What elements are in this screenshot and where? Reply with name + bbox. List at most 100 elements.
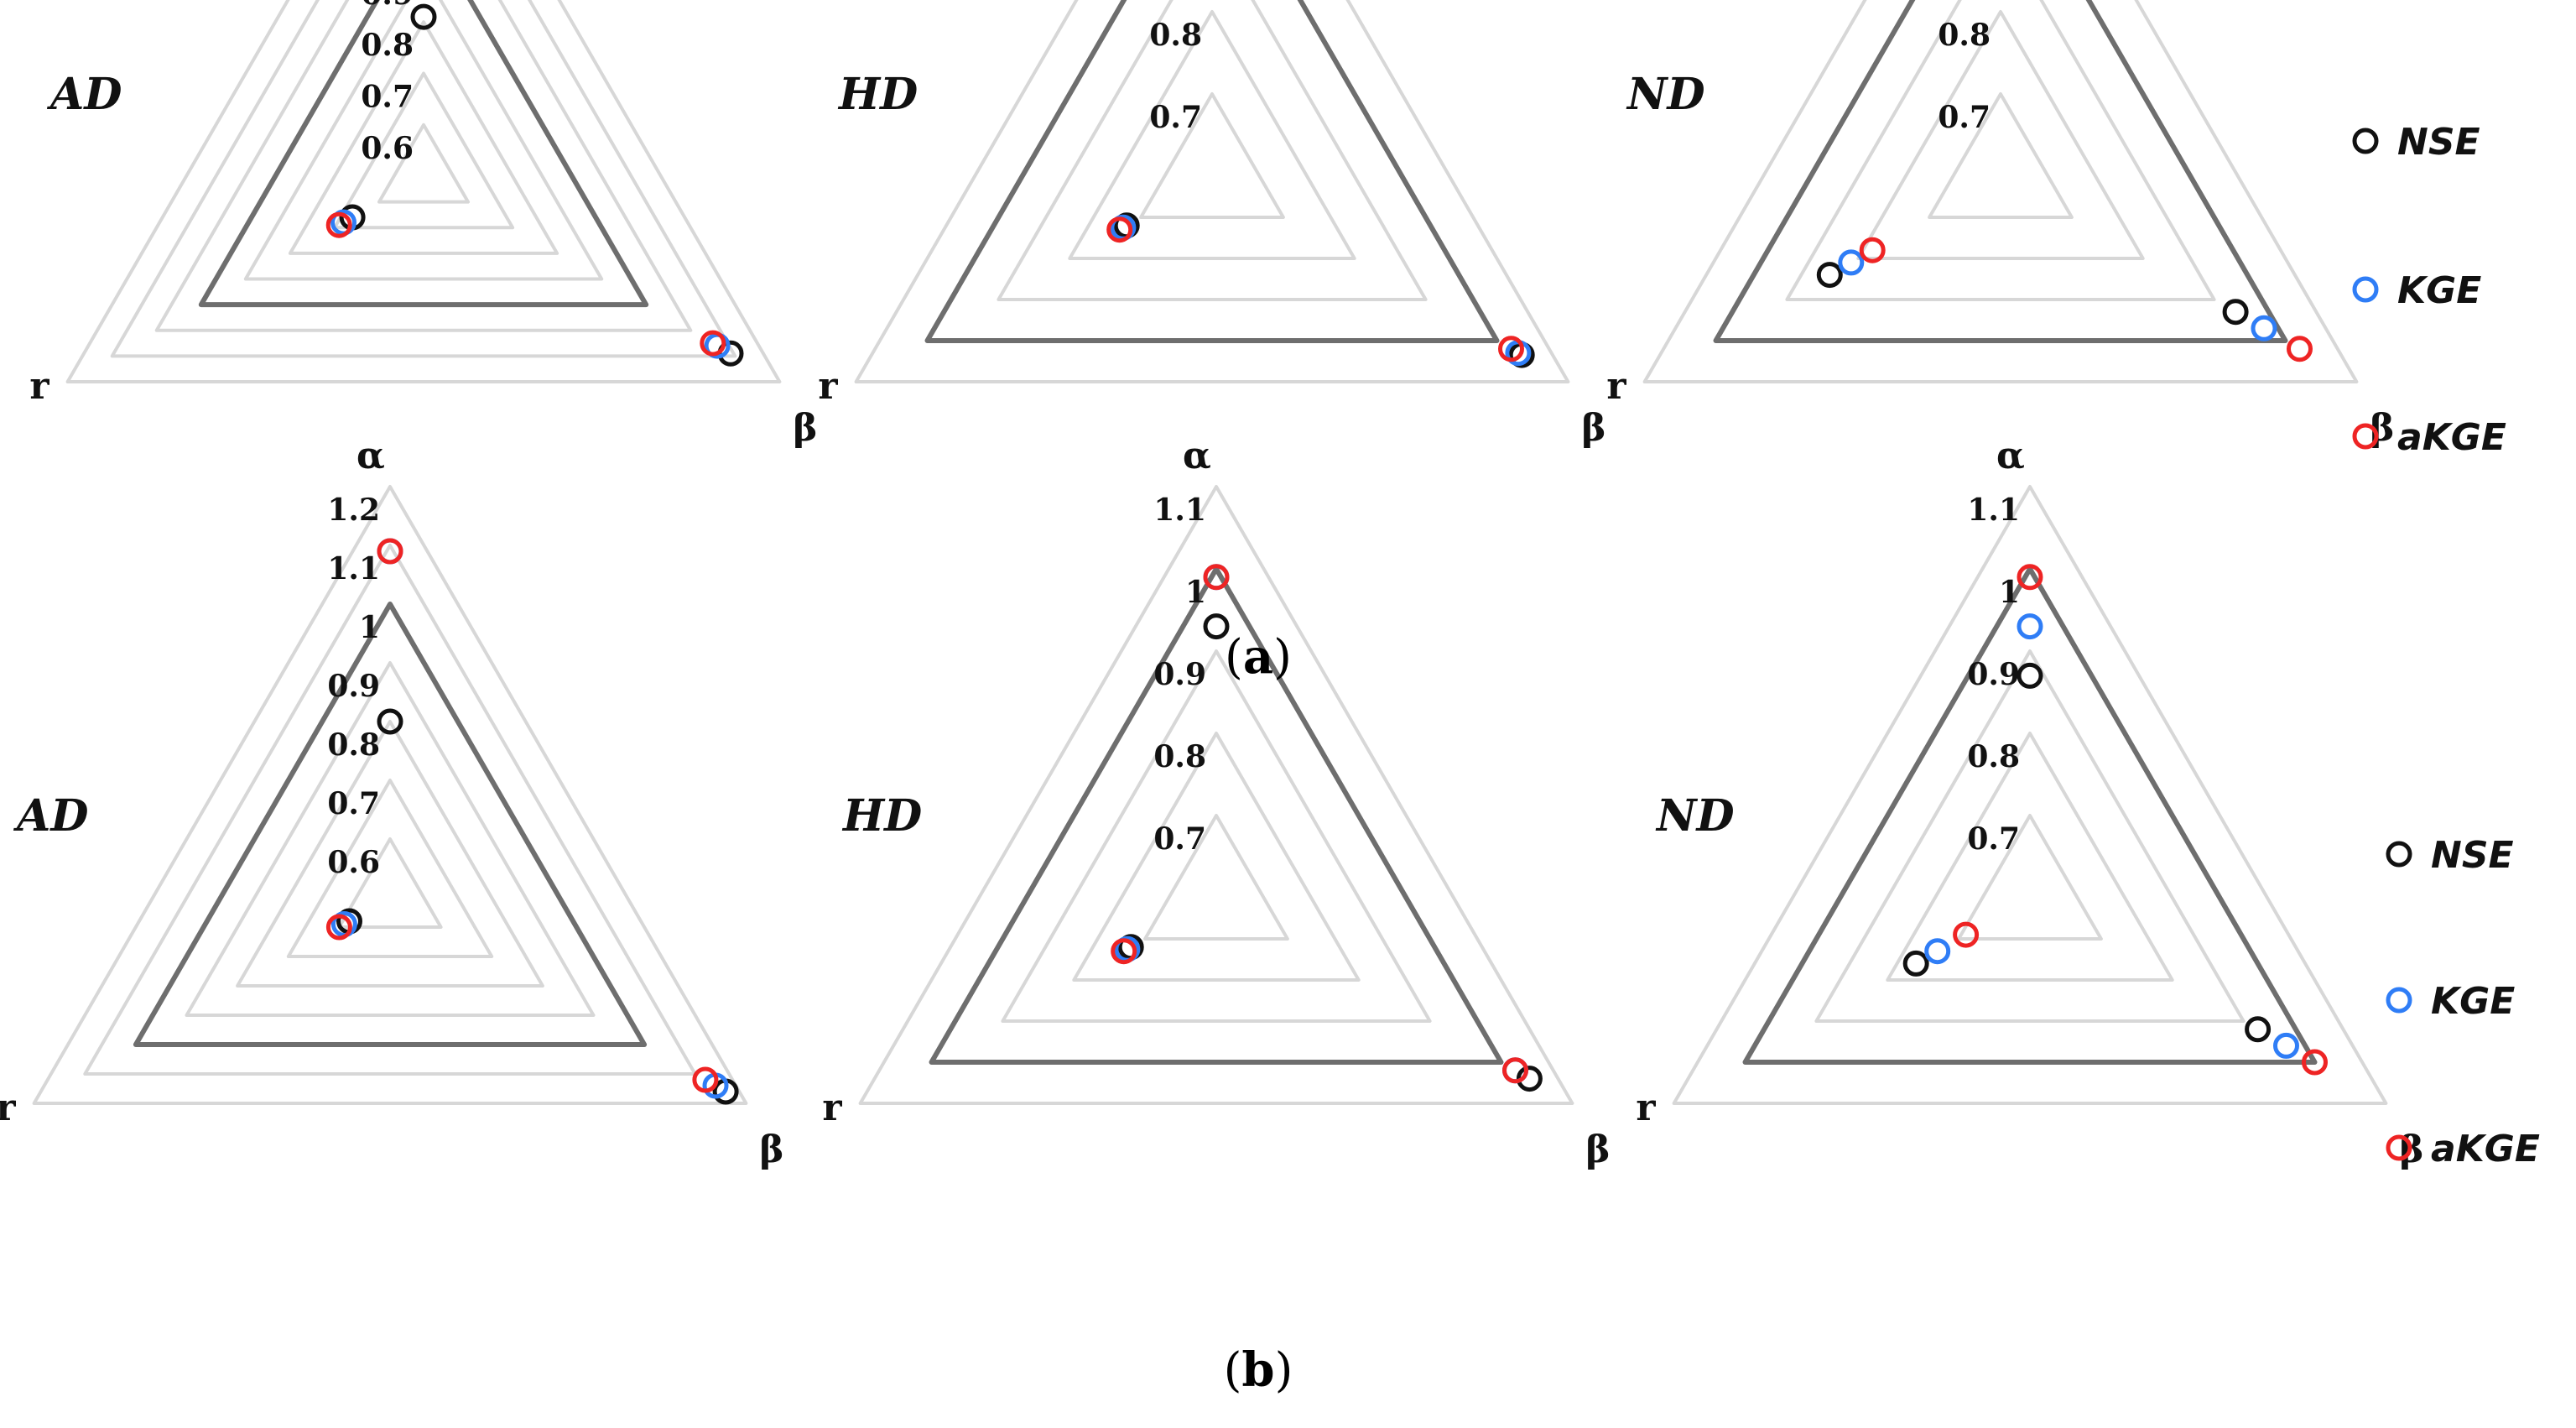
tick-label: 0.7 xyxy=(327,786,380,821)
point-akge-alpha xyxy=(1203,564,1230,591)
grid-ring xyxy=(1785,0,2216,301)
point-akge-r xyxy=(1111,938,1137,965)
grid-ring xyxy=(1143,814,1289,941)
panel-title: HD xyxy=(837,69,918,120)
grid-ring xyxy=(154,0,693,332)
grid-ring xyxy=(243,0,604,281)
point-akge-beta xyxy=(2302,1049,2328,1076)
grid-ring xyxy=(110,0,737,358)
grid-ring xyxy=(997,0,1428,301)
point-kge-r xyxy=(1838,249,1865,276)
point-akge-beta xyxy=(1498,336,1524,362)
grid-ring xyxy=(1068,10,1356,260)
panel-title: ND xyxy=(1655,790,1735,842)
legend-row-a: NSE KGE aKGE xyxy=(2352,121,2506,459)
grid-ring xyxy=(83,544,697,1076)
tick-label: 0.6 xyxy=(361,131,414,166)
legend-marker-kge xyxy=(2352,276,2379,303)
grid-ring xyxy=(1642,0,2359,383)
axis-label-r: r xyxy=(0,1087,16,1129)
tick-label: 0.8 xyxy=(327,727,380,763)
grid-ring xyxy=(858,485,1574,1105)
axis-label-alpha: α xyxy=(356,435,385,477)
axis-label-beta: β xyxy=(759,1128,783,1171)
grid-ring xyxy=(925,0,1499,342)
grid-ring xyxy=(1957,814,2103,941)
reference-triangle xyxy=(929,566,1504,1065)
tick-label: 1 xyxy=(1185,575,1206,610)
axis-label-beta: β xyxy=(1581,407,1605,450)
panel-title: AD xyxy=(13,790,88,842)
grid-ring xyxy=(288,20,559,255)
tick-label: 1 xyxy=(359,610,380,645)
point-akge-r xyxy=(1106,216,1133,243)
grid-ring xyxy=(185,661,596,1017)
grid-ring xyxy=(65,0,782,383)
point-akge-alpha xyxy=(377,538,403,565)
tick-label: 1.1 xyxy=(1967,493,2020,528)
caption-a: (a) xyxy=(1225,629,1292,685)
legend-marker-akge xyxy=(2352,423,2379,450)
grid-ring xyxy=(1714,0,2287,342)
point-akge-beta xyxy=(1502,1057,1528,1084)
tick-label: 0.7 xyxy=(1149,100,1202,135)
tick-label: 0.7 xyxy=(1967,821,2020,857)
legend-label-nse: NSE xyxy=(2431,834,2514,877)
grid-ring xyxy=(854,0,1570,383)
legend-label-akge: aKGE xyxy=(2431,1128,2540,1170)
axis-label-r: r xyxy=(29,365,49,408)
point-nse-beta xyxy=(2222,299,2249,326)
grid-ring xyxy=(377,122,470,204)
tick-label: 0.9 xyxy=(327,669,380,704)
grid-ring xyxy=(1856,10,2145,260)
grid-ring xyxy=(332,71,515,230)
legend-marker-akge xyxy=(2386,1134,2412,1161)
tick-label: 0.8 xyxy=(1153,739,1206,774)
axis-label-r: r xyxy=(1636,1087,1656,1129)
point-kge-r xyxy=(1924,938,1951,965)
grid-ring xyxy=(199,0,648,307)
grid-ring xyxy=(1886,732,2174,982)
point-nse-r xyxy=(1902,950,1929,977)
grid-ring xyxy=(1072,732,1361,982)
tick-label: 0.7 xyxy=(1938,100,1991,135)
tick-label: 0.8 xyxy=(361,28,414,63)
tick-label: 0.9 xyxy=(361,0,414,12)
tick-label: 1.1 xyxy=(327,551,380,586)
legend-label-nse: NSE xyxy=(2397,121,2480,164)
ternary-panel-ad: 0.60.70.80.911.11.21.3αβrAD xyxy=(29,0,818,450)
point-nse-alpha xyxy=(2017,662,2043,689)
legend-row-b: NSE KGE aKGE xyxy=(2386,834,2540,1170)
panel-title: HD xyxy=(841,790,922,842)
reference-triangle xyxy=(198,0,649,308)
panel-title: ND xyxy=(1626,69,1705,120)
tick-label: 1.1 xyxy=(1153,493,1206,528)
grid-ring xyxy=(337,837,443,929)
point-nse-alpha xyxy=(1203,613,1230,640)
point-akge-r xyxy=(1859,237,1886,263)
axis-label-r: r xyxy=(1606,365,1626,408)
reference-triangle xyxy=(1742,566,2318,1065)
caption-b: (b) xyxy=(1224,1342,1293,1398)
grid-ring xyxy=(1814,649,2246,1023)
grid-ring xyxy=(1928,92,2074,219)
point-kge-alpha xyxy=(2017,613,2043,640)
legend-marker-nse xyxy=(2386,841,2412,868)
point-nse-r xyxy=(1816,262,1843,289)
tick-label: 0.9 xyxy=(1967,657,2020,692)
panel-title: AD xyxy=(46,69,122,120)
reference-triangle xyxy=(924,0,1500,343)
grid-ring xyxy=(1001,649,1432,1023)
reference-triangle xyxy=(1713,0,2288,343)
point-nse-beta xyxy=(2245,1016,2272,1043)
axis-label-r: r xyxy=(818,365,838,408)
grid-ring xyxy=(1672,485,2388,1105)
tick-label: 1 xyxy=(1999,575,2020,610)
point-akge-r xyxy=(1953,921,1980,948)
grid-ring xyxy=(286,779,494,958)
grid-ring xyxy=(1139,92,1285,219)
